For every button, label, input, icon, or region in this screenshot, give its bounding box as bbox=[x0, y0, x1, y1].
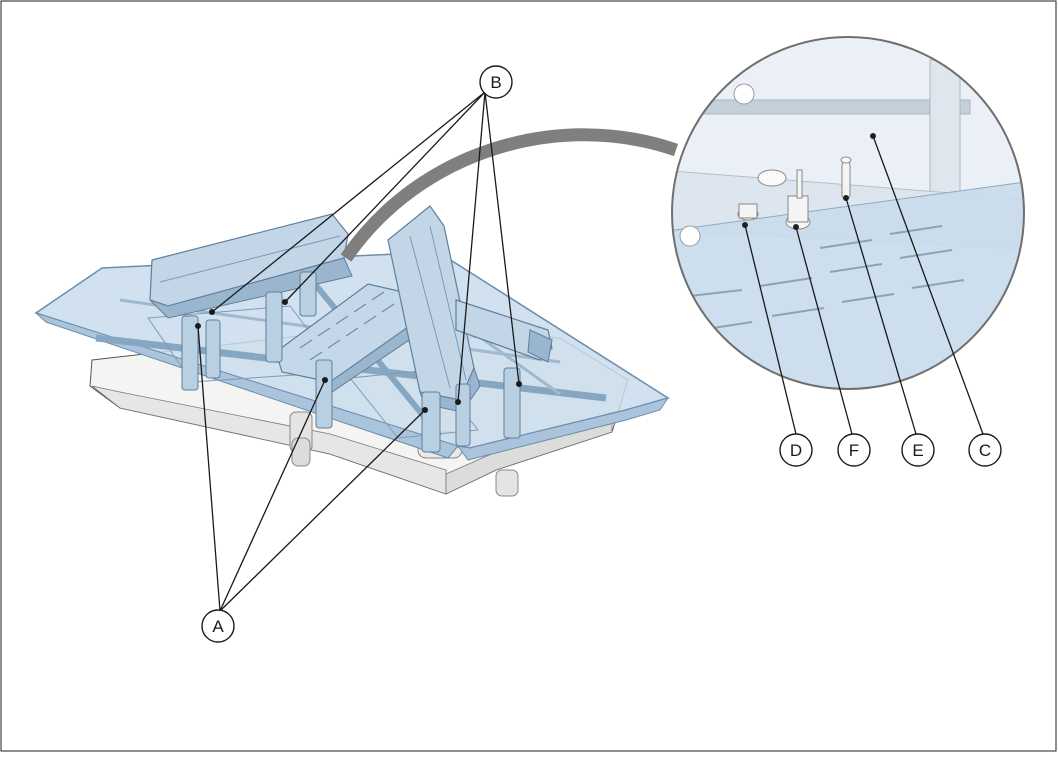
detail-magnifier bbox=[671, 36, 1025, 390]
callout-c-label: C bbox=[979, 441, 991, 460]
callout-f: F bbox=[837, 433, 871, 467]
callout-a: A bbox=[201, 609, 235, 643]
leader-lines bbox=[197, 91, 984, 612]
callout-a-label: A bbox=[212, 617, 224, 636]
callout-e: E bbox=[901, 433, 935, 467]
right-bracket bbox=[455, 299, 553, 363]
callout-f-label: F bbox=[849, 441, 859, 460]
leader-dots bbox=[195, 299, 522, 413]
callout-b-label: B bbox=[490, 73, 501, 92]
callout-b: B bbox=[479, 65, 513, 99]
detail-connector bbox=[340, 128, 679, 262]
callout-c: C bbox=[968, 433, 1002, 467]
callout-d-label: D bbox=[790, 441, 802, 460]
support-legs bbox=[181, 271, 521, 453]
callout-e-label: E bbox=[912, 441, 923, 460]
callout-d: D bbox=[779, 433, 813, 467]
